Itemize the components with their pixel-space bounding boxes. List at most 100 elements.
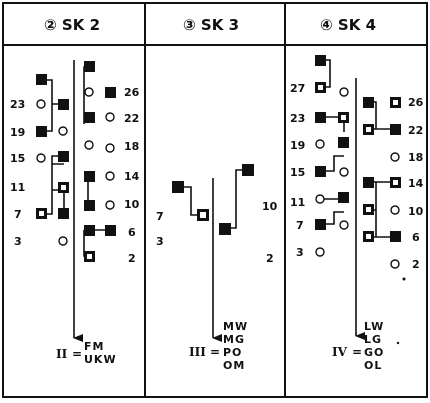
- contact-number: 26: [408, 96, 424, 109]
- contact-number: 10: [262, 200, 278, 213]
- contact-square-hollow-inner: [366, 207, 371, 212]
- contact-number: 23: [10, 98, 25, 111]
- contact-circle: [339, 87, 349, 97]
- contact-square: [338, 137, 349, 148]
- contact-square-hollow-inner: [200, 212, 206, 218]
- contact-square-hollow-inner: [393, 100, 398, 105]
- contact-circle: [339, 220, 349, 230]
- contact-circle: [339, 167, 349, 177]
- contact-number: 18: [124, 140, 139, 153]
- contact-square: [390, 231, 401, 242]
- contact-number: 19: [10, 126, 25, 139]
- contact-number: 15: [290, 166, 305, 179]
- range-label-roman: IV: [332, 345, 348, 359]
- contact-number: 7: [14, 208, 22, 221]
- contact-number: 7: [156, 210, 164, 223]
- contact-number: 10: [408, 205, 424, 218]
- band-label: GO: [364, 346, 384, 359]
- contact-number: 22: [408, 124, 423, 137]
- contact-circle: [315, 247, 325, 257]
- wiper-sk4-right: [368, 101, 396, 238]
- contact-square-hollow-inner: [366, 234, 371, 239]
- range-label-roman: II: [56, 347, 68, 361]
- contact-circle: [84, 140, 94, 150]
- contact-square: [315, 166, 326, 177]
- contact-square: [84, 112, 95, 123]
- band-label: OM: [223, 359, 245, 372]
- contact-number: 26: [124, 86, 140, 99]
- contact-number: 22: [124, 112, 139, 125]
- contact-circle: [36, 99, 46, 109]
- contact-square-hollow-inner: [87, 254, 92, 259]
- contact-number: 14: [408, 177, 424, 190]
- header-sk4: ④ SK 4: [320, 16, 376, 34]
- contact-square: [105, 225, 116, 236]
- band-label: MG: [223, 333, 245, 346]
- contact-square-hollow-inner: [318, 85, 323, 90]
- band-label: LG: [364, 333, 382, 346]
- contact-circle: [390, 259, 400, 269]
- contact-circle: [315, 139, 325, 149]
- band-label: LW: [364, 320, 384, 333]
- contact-number: 7: [296, 219, 304, 232]
- contact-circle: [105, 200, 115, 210]
- contact-circle: [105, 143, 115, 153]
- contact-square: [58, 151, 69, 162]
- contact-square: [363, 177, 374, 188]
- band-label: PO: [223, 346, 242, 359]
- contact-number: 2: [266, 252, 274, 265]
- stray-dot: [396, 341, 400, 345]
- column-sk4: 27 23 19 15 11 7 3 26 22 18 14 10 6 2 IV…: [290, 55, 424, 372]
- contact-square-hollow-inner: [341, 115, 346, 120]
- contact-square: [242, 164, 254, 176]
- contact-square: [84, 225, 95, 236]
- header-sk3: ③ SK 3: [183, 16, 239, 34]
- contact-number: 10: [124, 198, 140, 211]
- contact-square-hollow-inner: [393, 180, 398, 185]
- contact-square: [36, 126, 47, 137]
- contact-number: 11: [290, 196, 305, 209]
- contact-circle: [58, 126, 68, 136]
- contact-square: [58, 99, 69, 110]
- contact-number: 27: [290, 82, 305, 95]
- contact-square: [363, 97, 374, 108]
- contact-number: 11: [10, 181, 25, 194]
- column-sk3: 7 3 10 2 III = MW MG PO OM: [156, 164, 278, 372]
- contact-square: [315, 219, 326, 230]
- contact-square: [172, 181, 184, 193]
- column-sk2: 23 19 15 11 7 3 26 22 18 14 10 6 2 II = …: [10, 60, 140, 366]
- contact-number: 6: [128, 226, 136, 239]
- contact-square-hollow-inner: [61, 185, 66, 190]
- contact-square: [219, 223, 231, 235]
- contact-square-hollow-inner: [366, 127, 371, 132]
- contact-circle: [315, 194, 325, 204]
- contact-circle: [58, 236, 68, 246]
- contact-number: 2: [128, 252, 136, 265]
- contact-circle: [390, 152, 400, 162]
- contact-square: [36, 74, 47, 85]
- wiper-sk2-left: [42, 79, 65, 215]
- contact-number: 3: [296, 246, 304, 259]
- contact-circle: [390, 205, 400, 215]
- contact-number: 19: [290, 139, 305, 152]
- band-label: MW: [223, 320, 248, 333]
- contact-circle: [84, 87, 94, 97]
- contact-square: [315, 55, 326, 66]
- contact-square: [84, 61, 95, 72]
- contact-number: 3: [156, 235, 164, 248]
- contact-number: 23: [290, 112, 305, 125]
- band-label: FM: [84, 340, 104, 353]
- band-label: UKW: [84, 353, 117, 366]
- contact-square: [58, 208, 69, 219]
- range-equals: =: [352, 345, 362, 359]
- contact-square: [315, 112, 326, 123]
- contact-number: 3: [14, 235, 22, 248]
- contact-circle: [36, 153, 46, 163]
- contact-square: [84, 200, 95, 211]
- contact-square: [84, 171, 95, 182]
- contact-circle: [105, 112, 115, 122]
- outer-frame: [2, 2, 428, 398]
- contact-dot: [402, 277, 406, 281]
- header-sk2: ② SK 2: [44, 16, 100, 34]
